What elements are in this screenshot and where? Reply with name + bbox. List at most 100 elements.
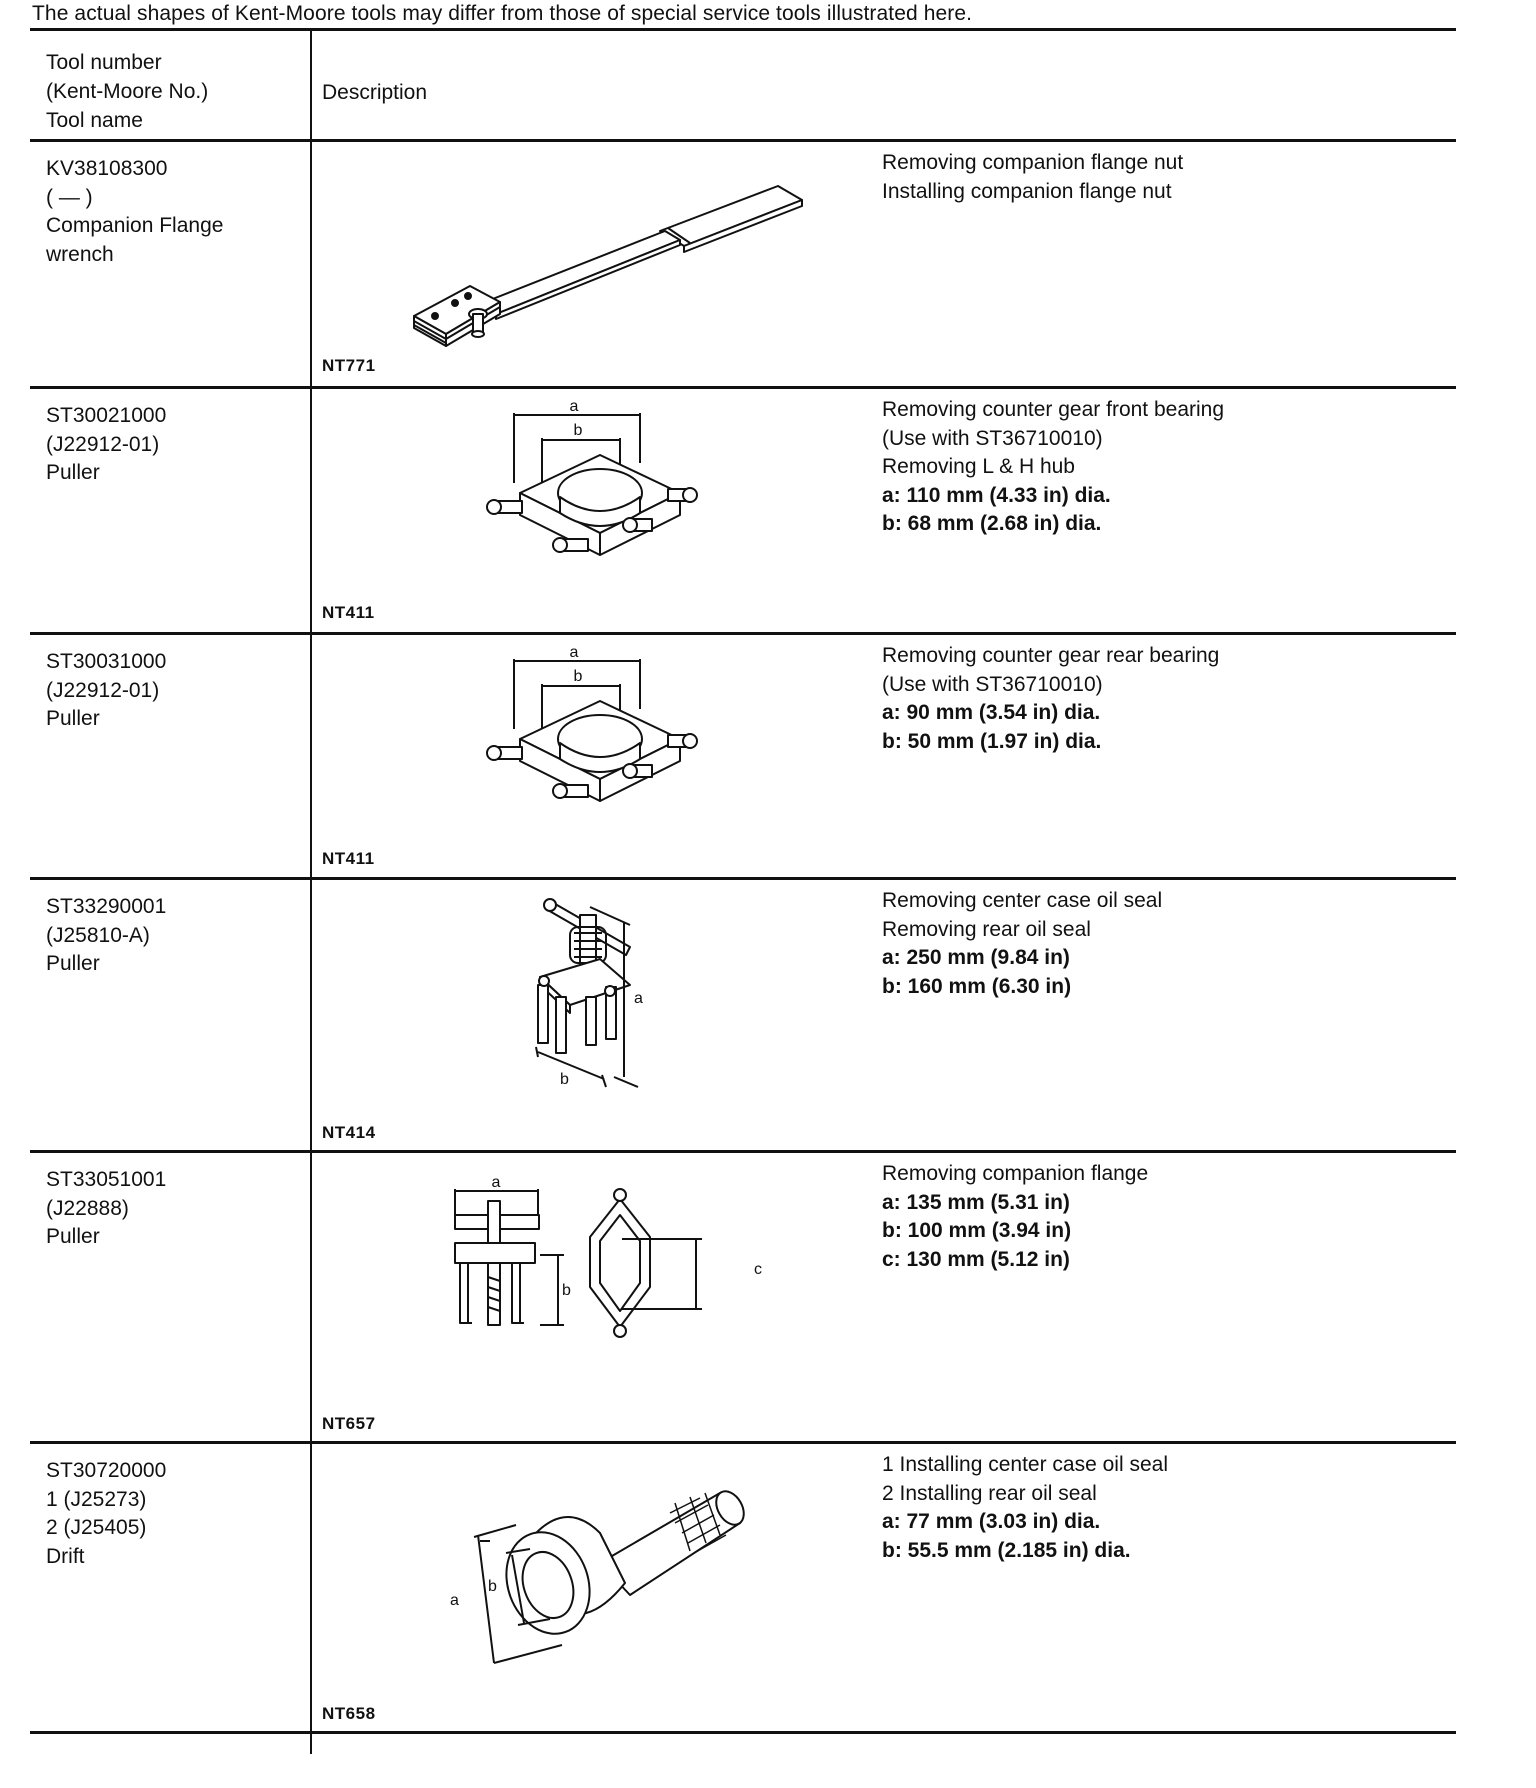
tool-name: Puller [46,707,100,730]
tool-name: wrench [46,242,114,266]
column-divider [310,28,312,1754]
page-note: The actual shapes of Kent-Moore tools ma… [32,2,973,25]
spec-line: a: 77 mm (3.03 in) dia. [882,1510,1101,1533]
spec-line: b: 160 mm (6.30 in) [882,974,1072,998]
row-divider [30,877,1456,880]
tool-info: ST33051001 (J22888) Puller [46,1166,166,1252]
kent-moore-heading: (Kent-Moore No.) [46,80,209,103]
table-row: ST33051001 (J22888) Puller [30,1152,1456,1441]
figure-code: NT771 [322,356,376,375]
tool-name: Puller [46,952,100,975]
dimension-a-label: a [450,1592,459,1609]
tool-name: Puller [46,461,100,484]
tool-info: ST33290001 (J25810-A) Puller [46,893,166,979]
description-line: Removing companion flange [882,1162,1149,1185]
description: Removing counter gear front bearing (Use… [882,396,1442,539]
spec-line: a: 250 mm (9.84 in) [882,946,1070,969]
bearing-puller-illustration: a b [486,398,698,556]
description-line: 2 Installing rear oil seal [882,1481,1097,1505]
tool-number: ST30720000 [46,1459,167,1482]
row-divider [30,1441,1456,1444]
description: Removing counter gear rear bearing (Use … [882,642,1442,756]
row-divider [30,1150,1456,1153]
tool-info: ST30031000 (J22912-01) Puller [46,648,166,734]
tool-name: Puller [46,1225,100,1248]
description-line: Removing counter gear rear bearing [882,644,1220,667]
kent-moore-number: ( — ) [46,185,93,209]
oil-seal-puller-illustration: a b [535,898,643,1088]
tool-name-heading: Tool name [46,109,143,132]
spec-line: b: 68 mm (2.68 in) dia. [882,512,1102,535]
table-top-rule [30,28,1456,31]
dimension-a-label: a [492,1177,501,1191]
companion-flange-puller-illustration: a b [454,1177,702,1338]
figure-code: NT411 [322,603,375,622]
description-column-header: Description [322,81,428,104]
kent-moore-number: (J25810-A) [46,923,150,947]
dimension-b-label: b [574,668,583,685]
spec-line: a: 110 mm (4.33 in) dia. [882,483,1111,507]
spec-line: b: 55.5 mm (2.185 in) dia. [882,1538,1131,1562]
table-row: KV38108300 ( — ) Companion Flange wrench [30,141,1456,386]
dimension-b-label: b [488,1578,497,1595]
spec-line: a: 135 mm (5.31 in) [882,1190,1070,1214]
description-line: Removing rear oil seal [882,917,1091,941]
row-divider [30,632,1456,635]
tool-info: ST30720000 1 (J25273) 2 (J25405) Drift [46,1457,166,1571]
spec-line: b: 100 mm (3.94 in) [882,1219,1072,1242]
tool-info: ST30021000 (J22912-01) Puller [46,402,166,488]
tool-number: ST30031000 [46,650,167,673]
tool-name: Drift [46,1544,85,1568]
dimension-b-label: b [560,1071,569,1088]
row-divider [30,386,1456,389]
dimension-c-label: c [754,1261,762,1278]
kent-moore-number: (J22888) [46,1196,129,1220]
dimension-b-label: b [562,1282,571,1299]
dimension-a-label: a [570,644,579,661]
description: 1 Installing center case oil seal 2 Inst… [882,1451,1442,1565]
description: Removing companion flange nut Installing… [882,149,1442,206]
tool-info: KV38108300 ( — ) Companion Flange wrench [46,155,223,269]
spec-line: b: 50 mm (1.97 in) dia. [882,729,1102,753]
kent-moore-number: (J22912-01) [46,678,160,702]
spec-line: c: 130 mm (5.12 in) [882,1247,1070,1271]
description: Removing companion flange a: 135 mm (5.3… [882,1160,1442,1274]
dimension-c-marker: c [754,1261,762,1278]
table-row: ST30031000 (J22912-01) Puller [30,634,1456,877]
description-line: Removing companion flange nut [882,151,1184,174]
spec-line: a: 90 mm (3.54 in) dia. [882,701,1101,724]
table-row: ST30720000 1 (J25273) 2 (J25405) Drift [30,1443,1456,1731]
tool-number-heading: Tool number [46,51,162,74]
tool-name: 2 (J25405) [46,1516,147,1539]
table-bottom-rule [30,1731,1456,1734]
tool-number: KV38108300 [46,157,168,180]
header-bottom-rule [30,139,1456,142]
special-service-tools-table: Tool number (Kent-Moore No.) Tool name D… [30,28,1456,1754]
kent-moore-number: (J22912-01) [46,432,160,456]
description-line: Removing counter gear front bearing [882,398,1225,421]
companion-flange-wrench-illustration [413,185,803,347]
description-line: Removing L & H hub [882,455,1075,478]
figure-code: NT657 [322,1414,376,1433]
dimension-a-label: a [634,990,643,1007]
description-line: (Use with ST36710010) [882,672,1103,696]
table-row: ST30021000 (J22912-01) Puller [30,388,1456,632]
kent-moore-number: 1 (J25273) [46,1487,147,1511]
tool-number: ST33051001 [46,1168,167,1191]
table-row: ST33290001 (J25810-A) Puller [30,879,1456,1150]
description-line: Removing center case oil seal [882,889,1163,912]
figure-code: NT658 [322,1704,376,1723]
figure-code: NT414 [322,1123,376,1142]
tool-number: ST30021000 [46,404,167,427]
bearing-puller-illustration: a b [486,644,698,802]
drift-illustration: a b [450,1490,745,1664]
description-line: 1 Installing center case oil seal [882,1453,1168,1476]
dimension-a-label: a [570,398,579,415]
dimension-b-label: b [574,422,583,439]
tool-number: ST33290001 [46,895,167,918]
description-line: Installing companion flange nut [882,179,1172,203]
description-line: (Use with ST36710010) [882,426,1103,450]
tool-name: Companion Flange [46,214,224,237]
description: Removing center case oil seal Removing r… [882,887,1442,1001]
figure-code: NT411 [322,849,375,868]
